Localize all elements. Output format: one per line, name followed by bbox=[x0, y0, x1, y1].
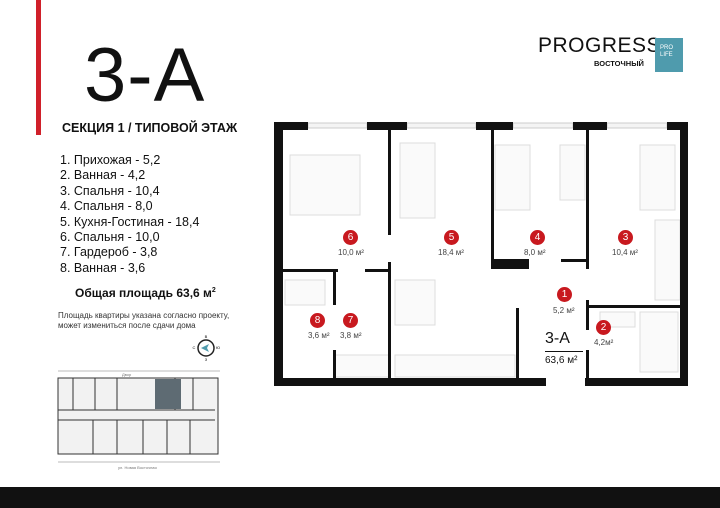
apartment-code-title: 3-А bbox=[84, 33, 206, 118]
total-area-sup: 2 bbox=[211, 287, 216, 294]
compass-bottom: З bbox=[205, 357, 208, 362]
room-area-8: 3,6 м² bbox=[308, 331, 330, 340]
plan-divider bbox=[545, 351, 583, 352]
room-list-item: 8. Ванная - 3,6 bbox=[60, 260, 146, 275]
room-badge-7: 7 bbox=[343, 313, 358, 328]
footer-bar bbox=[0, 487, 720, 508]
section-label: СЕКЦИЯ 1 / ТИПОВОЙ ЭТАЖ bbox=[62, 121, 238, 135]
room-list-item: 4. Спальня - 8,0 bbox=[60, 199, 153, 214]
room-list-item: 2. Ванная - 4,2 bbox=[60, 168, 146, 183]
total-area: Общая площадь 63,6 м2 bbox=[75, 286, 216, 300]
plan-apartment-code: 3-А bbox=[545, 330, 570, 347]
accent-bar bbox=[36, 0, 41, 135]
compass-left: С bbox=[193, 345, 196, 350]
logo-box-line1: PRO bbox=[660, 45, 674, 51]
room-badge-1: 1 bbox=[557, 287, 572, 302]
room-badge-8: 8 bbox=[310, 313, 325, 328]
logo-word: PROGRESS bbox=[538, 34, 662, 57]
room-area-3: 10,4 м² bbox=[612, 248, 638, 257]
room-list-item: 5. Кухня-Гостиная - 18,4 bbox=[60, 214, 200, 229]
logo-box-line2: LIFE bbox=[660, 52, 673, 58]
room-area-4: 8,0 м² bbox=[524, 248, 546, 257]
room-list-item: 1. Прихожая - 5,2 bbox=[60, 153, 161, 167]
total-area-text: Общая площадь 63,6 м bbox=[75, 286, 212, 300]
room-area-7: 3,8 м² bbox=[340, 331, 362, 340]
room-list-item: 3. Спальня - 10,4 bbox=[60, 183, 160, 198]
site-plan bbox=[57, 370, 220, 463]
room-area-5: 18,4 м² bbox=[438, 248, 464, 257]
room-list: 1. Прихожая - 5,2 2. Ванная - 4,2 3. Спа… bbox=[60, 153, 199, 276]
floor-plan bbox=[274, 122, 688, 386]
plan-total-area: 63,6 м² bbox=[545, 355, 578, 366]
logo-sub: ВОСТОЧНЫЙ bbox=[594, 59, 644, 68]
room-badge-6: 6 bbox=[343, 230, 358, 245]
walls bbox=[274, 122, 688, 386]
compass-top: В bbox=[205, 334, 208, 339]
street-top-label: Двор bbox=[122, 372, 132, 377]
room-badge-3: 3 bbox=[618, 230, 633, 245]
compass-icon: В С Ю З bbox=[193, 334, 220, 362]
room-list-item: 7. Гардероб - 3,8 bbox=[60, 245, 158, 260]
room-badge-2: 2 bbox=[596, 320, 611, 335]
furniture bbox=[284, 142, 681, 378]
room-list-item: 6. Спальня - 10,0 bbox=[60, 230, 160, 245]
room-area-2: 4,2м² bbox=[594, 338, 614, 347]
room-area-6: 10,0 м² bbox=[338, 248, 364, 257]
area-note: Площадь квартиры указана согласно проект… bbox=[58, 311, 230, 330]
room-badge-5: 5 bbox=[444, 230, 459, 245]
room-area-1: 5,2 м² bbox=[553, 306, 575, 315]
compass-right: Ю bbox=[216, 345, 220, 350]
street-bottom-label: ул. Новая Восточная bbox=[118, 465, 157, 470]
room-badge-4: 4 bbox=[530, 230, 545, 245]
highlighted-apartment bbox=[155, 379, 181, 409]
